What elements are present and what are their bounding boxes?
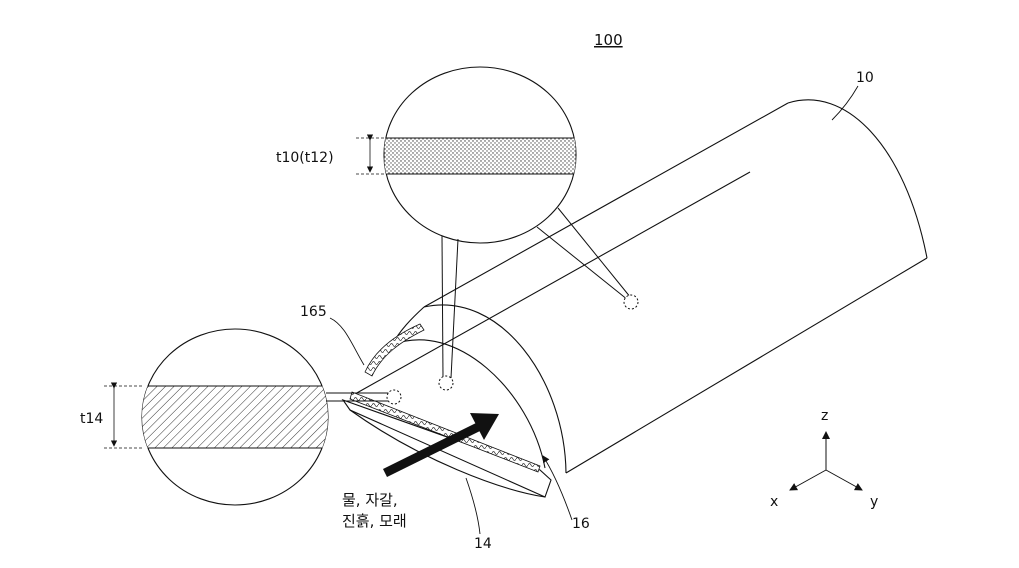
- flow-text-line1: 물, 자갈,: [342, 491, 398, 509]
- leader-open-end: [542, 455, 573, 521]
- bottom-seam: [349, 391, 541, 473]
- label-open-end: 16: [572, 516, 590, 532]
- figure-number: 100: [594, 31, 623, 49]
- label-tube: 10: [856, 70, 874, 86]
- leader-seam-strip: [329, 317, 365, 366]
- leader-tube: [831, 85, 859, 121]
- thickness-bottom-dimension: [104, 382, 142, 449]
- leader-bottom-part: [465, 477, 481, 535]
- seam-strip: [364, 323, 425, 377]
- coordinate-axes: [789, 431, 863, 491]
- axis-z-label: z: [821, 408, 828, 424]
- label-bottom-part: 14: [474, 536, 492, 552]
- thickness-top-label: t10(t12): [276, 150, 334, 166]
- tube-body: [341, 99, 928, 498]
- axis-y-label: y: [870, 494, 878, 510]
- flow-text-line2: 진흙, 모래: [342, 512, 407, 530]
- flow-arrow: [383, 422, 480, 478]
- flow-arrow-head: [470, 413, 499, 440]
- label-seam-strip: 165: [300, 304, 327, 320]
- left-callout: [141, 328, 402, 506]
- thickness-bottom-label: t14: [80, 411, 103, 427]
- thickness-top-dimension: [356, 134, 384, 175]
- top-callout: [383, 66, 639, 391]
- axis-x-label: x: [770, 494, 778, 510]
